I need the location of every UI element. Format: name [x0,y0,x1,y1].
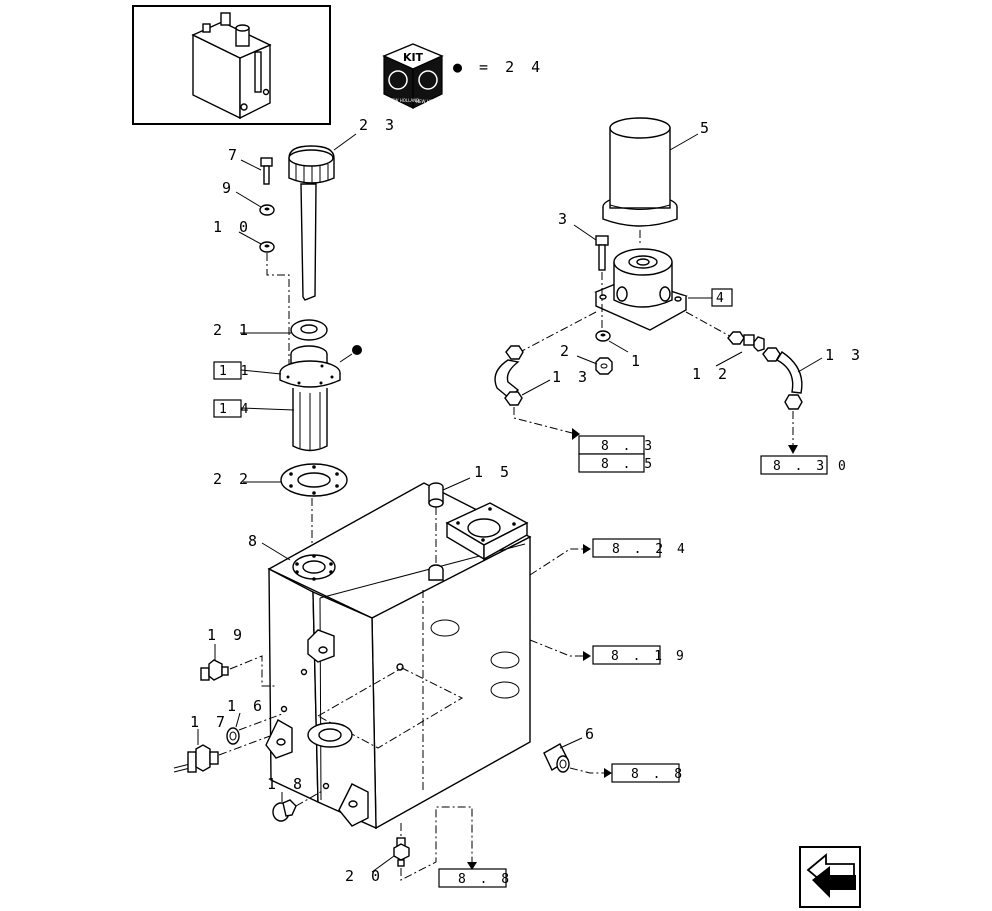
gasket-22[interactable] [280,463,348,497]
washer-1[interactable] [595,330,611,342]
callout-2: 2 [560,342,573,360]
ref-label-8-19: 8 . 1 9 [611,649,687,664]
callout-3: 3 [558,210,571,228]
kit-badge-label: KIT [403,51,424,64]
kit-logo-left-text: NEW HOLLAND [389,98,419,103]
kit-marker-dot [352,345,362,355]
boxed-part-4[interactable]: 4 [711,288,733,307]
ref-label-8-8-bottom: 8 . 8 [458,872,512,887]
ref-box-8-5[interactable]: 8 . 5 [578,453,655,473]
plug-6[interactable] [543,743,570,773]
gasket-21[interactable] [290,319,328,341]
washer-16[interactable] [226,727,240,745]
callout-5: 5 [700,119,713,137]
callout-6: 6 [585,725,598,743]
boxed-part-11[interactable]: 1 1 [213,361,251,380]
callout-13-right: 1 3 [825,346,864,364]
boxed-label-11: 1 1 [219,364,251,379]
callout-21: 2 1 [213,321,252,339]
callout-19: 1 9 [207,626,246,644]
sensor-15[interactable] [428,482,444,508]
callout-1: 1 [631,352,644,370]
callout-20: 2 0 [345,867,384,885]
ref-label-8-3: 8 . 3 [601,439,655,454]
hose-13-right[interactable] [762,347,803,410]
ref-box-8-8-bottom[interactable]: 8 . 8 [438,868,512,888]
breather-dipstick[interactable] [288,145,335,301]
ref-label-8-24: 8 . 2 4 [612,542,688,557]
plug-18[interactable] [272,799,297,822]
callout-18: 1 8 [267,775,306,793]
callout-9: 9 [222,179,235,197]
filler-neck-strainer[interactable] [279,345,341,452]
ref-box-8-30[interactable]: 8 . 3 0 [760,455,849,475]
ref-box-8-24[interactable]: 8 . 2 4 [592,538,688,558]
filter-head-4[interactable] [594,248,688,331]
callout-13-left: 1 3 [552,368,591,386]
washer-9[interactable] [259,204,275,216]
ref-box-8-19[interactable]: 8 . 1 9 [592,645,687,665]
connector-12[interactable] [727,331,765,352]
washer-10[interactable] [259,241,275,253]
overview-thumbnail[interactable] [132,5,331,125]
callout-7: 7 [228,146,241,164]
callout-23: 2 3 [359,116,398,134]
callout-15: 1 5 [474,463,513,481]
kit-legend: ● = 2 4 [453,58,544,76]
previous-page-arrow-icon[interactable] [799,846,861,908]
drain-plug-20[interactable] [393,837,410,867]
hydraulic-tank-8[interactable] [265,482,532,830]
ref-label-8-30: 8 . 3 0 [773,459,849,474]
boxed-label-14: 1 4 [219,402,251,417]
callout-8: 8 [248,532,261,550]
screw-7[interactable] [260,157,273,185]
callout-12: 1 2 [692,365,731,383]
kit-logo-right-text: NEW HOLLAND [416,99,446,104]
fitting-19[interactable] [200,659,229,681]
bolt-3[interactable] [595,235,609,271]
callout-17: 1 7 [190,713,229,731]
filter-cartridge-5[interactable] [602,117,678,227]
sensor-17[interactable] [173,744,219,773]
hose-13-left[interactable] [494,345,524,406]
ref-box-8-3[interactable]: 8 . 3 [578,435,655,455]
ref-label-8-8-right: 8 . 8 [631,767,685,782]
kit-cube-icon: KIT NEW HOLLAND NEW HOLLAND [382,43,446,109]
callout-22: 2 2 [213,470,252,488]
boxed-label-4: 4 [716,291,727,306]
boxed-part-14[interactable]: 1 4 [213,399,251,418]
callout-16: 1 6 [227,697,266,715]
ref-label-8-5: 8 . 5 [601,457,655,472]
ref-box-8-8-right[interactable]: 8 . 8 [611,763,685,783]
nut-2[interactable] [595,357,613,375]
thumbnail-tank-icon [191,12,272,120]
callout-10: 1 0 [213,218,252,236]
